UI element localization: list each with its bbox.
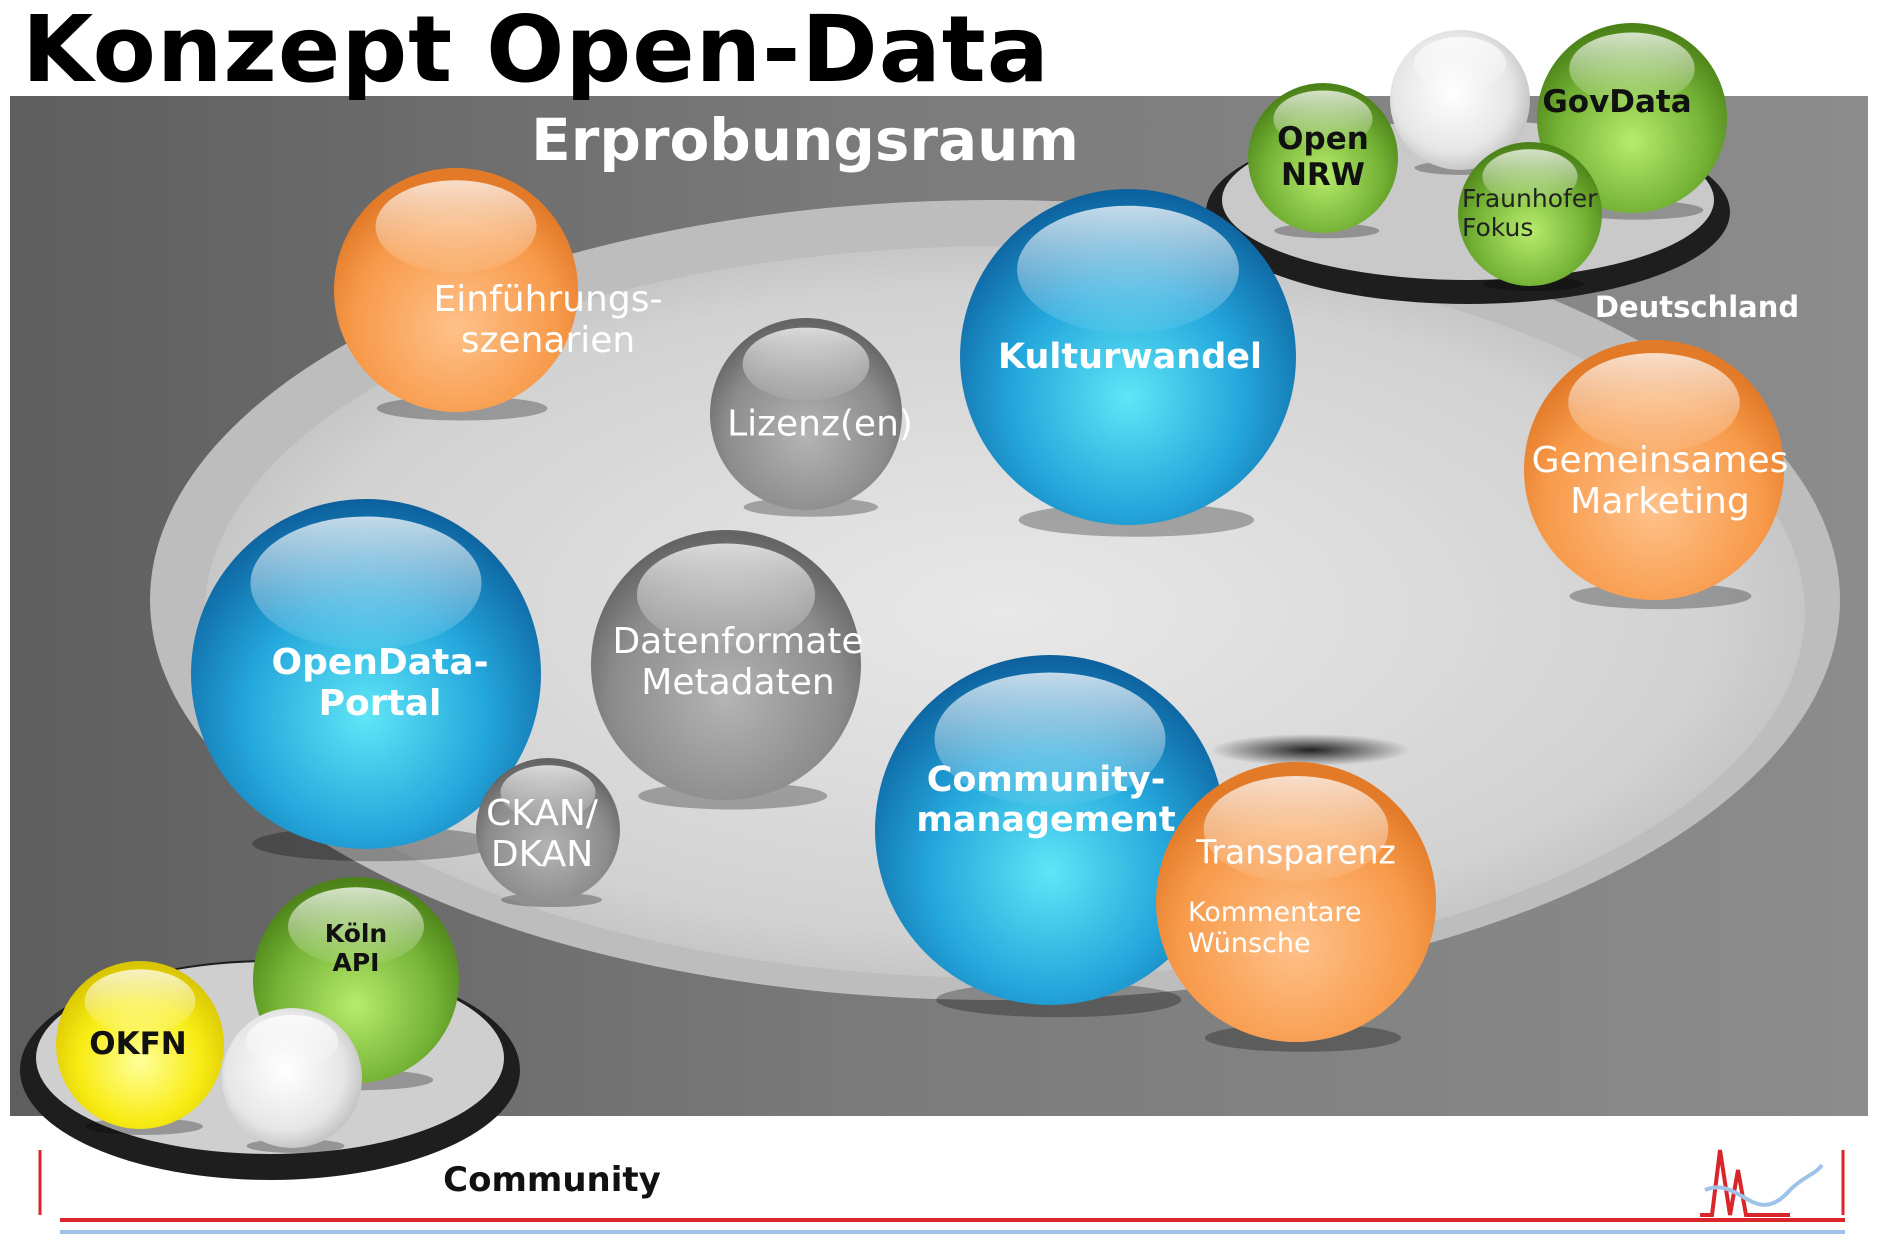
okfn-label: OKFN <box>89 1026 187 1062</box>
datenformate-label: Datenformate Metadaten <box>612 621 864 703</box>
datenformate-bubble <box>591 530 861 810</box>
einfuehrungsszenarien-label: Einführungs- szenarien <box>433 279 663 361</box>
opendata-portal-label: OpenData- Portal <box>271 642 489 724</box>
community-label: Community <box>443 1160 661 1200</box>
einfuehrungsszenarien-bubble <box>334 168 578 421</box>
white-ball-deutschland <box>1390 30 1530 175</box>
lizenz-label: Lizenz(en) <box>727 403 913 445</box>
okfn-bubble <box>56 961 224 1135</box>
kulturwandel-label: Kulturwandel <box>998 337 1262 377</box>
transparenz-sub-label: Kommentare Wünsche <box>1188 897 1362 959</box>
gemeinsames-marketing-bubble <box>1524 340 1784 610</box>
white-ball-community <box>222 1008 362 1153</box>
govdata-bubble <box>1537 23 1727 220</box>
gemeinsames-marketing-label: Gemeinsames Marketing <box>1531 440 1789 522</box>
opennrw-bubble <box>1248 83 1398 239</box>
opendata-portal-bubble <box>191 499 541 862</box>
transparenz-label: Transparenz <box>1196 832 1396 872</box>
deutschland-label: Deutschland <box>1594 290 1800 324</box>
fraunhofer-label: Fraunhofer Fokus <box>1462 184 1598 242</box>
koeln-api-label: Köln API <box>324 919 388 977</box>
transparenz-bubble <box>1156 762 1436 1052</box>
bubble-shadow <box>1210 734 1410 766</box>
communitymanagement-label: Community- management <box>916 760 1176 840</box>
opennrw-label: Open NRW <box>1277 121 1369 193</box>
ckan-label: CKAN/ DKAN <box>486 793 598 875</box>
communitymanagement-bubble <box>875 655 1225 1018</box>
lizenz-bubble <box>710 318 902 517</box>
erprobungsraum-label: Erprobungsraum <box>531 106 1079 174</box>
logo <box>1700 1149 1824 1217</box>
ckan-bubble <box>476 758 620 908</box>
kulturwandel-bubble <box>960 189 1296 537</box>
govdata-label: GovData <box>1542 84 1692 120</box>
page-title: Konzept Open-Data <box>22 0 1050 103</box>
fraunhofer-bubble <box>1458 142 1602 292</box>
